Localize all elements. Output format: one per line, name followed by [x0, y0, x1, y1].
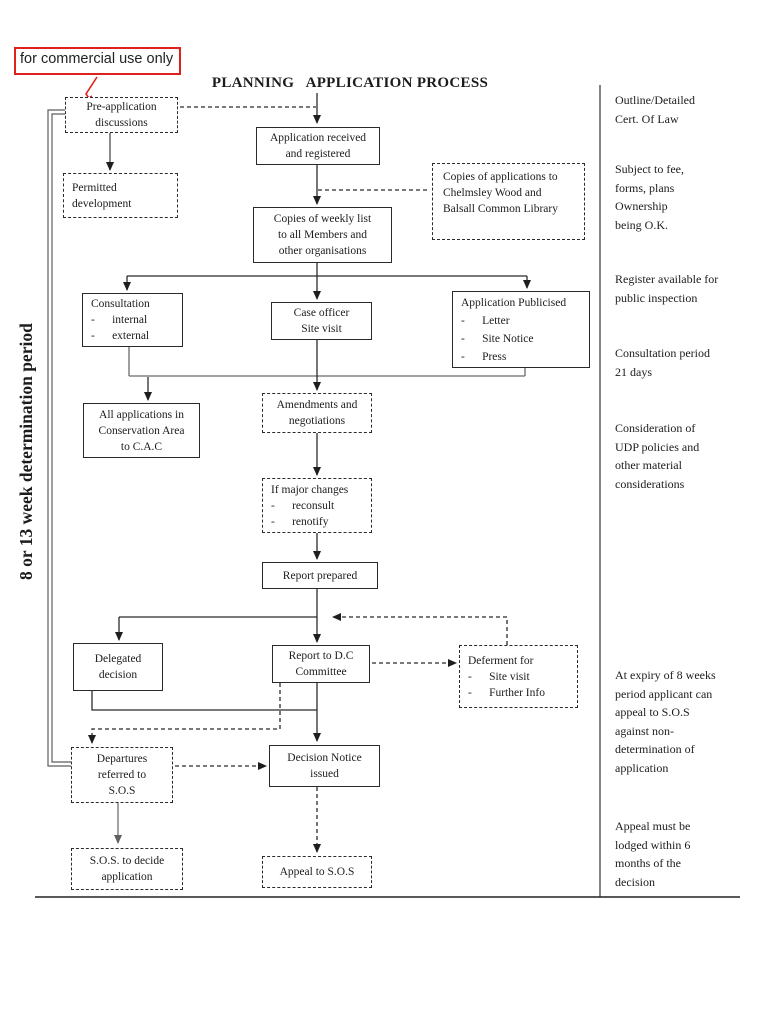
- node-if-major-changes: If major changes- reconsult- renotify: [262, 478, 372, 533]
- determination-period-label: 8 or 13 week determination period: [16, 323, 36, 581]
- page-title: PLANNING APPLICATION PROCESS: [211, 75, 489, 91]
- watermark-box: for commercial use only: [14, 47, 181, 75]
- node-appeal-to-sos: Appeal to S.O.S: [262, 856, 372, 888]
- node-report-prepared: Report prepared: [262, 562, 378, 589]
- node-deferment: Deferment for- Site visit- Further Info: [459, 645, 578, 708]
- node-application-publicised: Application Publicised- Letter- Site Not…: [452, 291, 590, 368]
- watermark-text: for commercial use only: [20, 51, 174, 67]
- node-consultation: Consultation- internal- external: [82, 293, 183, 347]
